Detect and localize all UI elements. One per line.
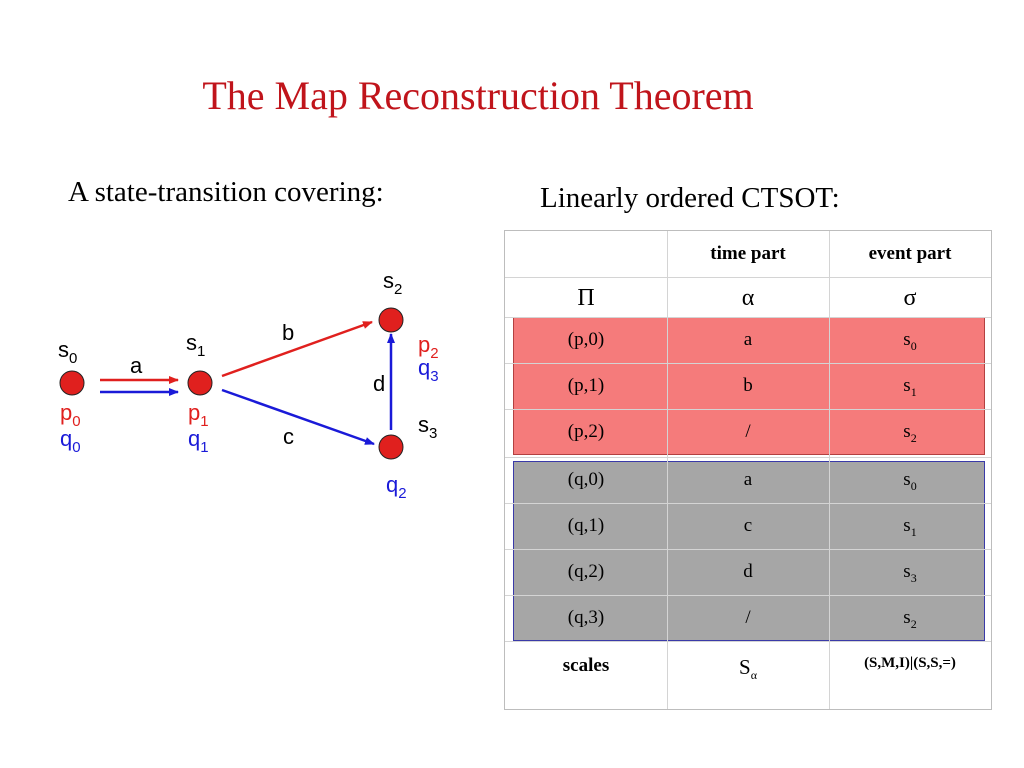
label-s2: s2 bbox=[383, 268, 402, 298]
node-s0 bbox=[59, 370, 85, 396]
symbol-pi: Π bbox=[577, 285, 595, 311]
slide-title: The Map Reconstruction Theorem bbox=[202, 73, 754, 118]
label-q3: q3 bbox=[418, 355, 439, 385]
table-row-q3-pair: (q,3) bbox=[567, 607, 605, 628]
label-s3: s3 bbox=[418, 412, 437, 442]
q-rows-highlight bbox=[513, 461, 985, 641]
header-event-part: event part bbox=[868, 243, 952, 264]
table-row-q1-pair: (q,1) bbox=[567, 515, 605, 536]
table-row-p0-pair: (p,0) bbox=[567, 329, 605, 350]
edge-label-b: b bbox=[282, 320, 294, 345]
footer-time-scale: Sα bbox=[739, 655, 757, 683]
table-heading: Linearly ordered CTSOT: bbox=[540, 182, 840, 214]
label-q2: q2 bbox=[386, 472, 407, 502]
edge-label-c: c bbox=[283, 424, 294, 449]
node-s3 bbox=[378, 434, 404, 460]
table-row-q0-time: a bbox=[743, 469, 753, 490]
table-row-q0-pair: (q,0) bbox=[567, 469, 605, 490]
table-row-p2-time: / bbox=[745, 421, 751, 442]
table-row-p0-event: s0 bbox=[903, 329, 917, 353]
symbol-sigma: σ bbox=[903, 285, 917, 311]
table-row-q2-event: s3 bbox=[903, 561, 917, 585]
ctsot-table: time part event part Π α σ (p,0) a s0 (p… bbox=[504, 230, 992, 710]
table-row-q0-event: s0 bbox=[903, 469, 917, 493]
edge-b bbox=[221, 320, 373, 378]
label-q0: q0 bbox=[60, 426, 81, 456]
label-p2: p2 bbox=[418, 332, 439, 362]
table-row-p1-event: s1 bbox=[903, 375, 917, 399]
table-row-q2-pair: (q,2) bbox=[567, 561, 605, 582]
edge-label-a: a bbox=[130, 353, 143, 378]
symbol-alpha: α bbox=[741, 285, 755, 311]
node-s1 bbox=[187, 370, 213, 396]
table-row-q3-event: s2 bbox=[903, 607, 917, 631]
label-s1: s1 bbox=[186, 330, 205, 360]
diagram-heading: A state-transition covering: bbox=[68, 176, 384, 208]
header-time-part: time part bbox=[710, 243, 786, 264]
table-row-p1-time: b bbox=[743, 375, 753, 396]
label-p0: p0 bbox=[60, 400, 81, 430]
state-transition-diagram: s0 s1 s2 s3 p0 q0 p1 q1 p2 q3 q2 a b c d bbox=[58, 268, 439, 502]
edge-c bbox=[221, 388, 375, 446]
table-row-q1-event: s1 bbox=[903, 515, 917, 539]
table-row-p1-pair: (p,1) bbox=[567, 375, 605, 396]
node-s2 bbox=[378, 307, 404, 333]
footer-scales-label: scales bbox=[562, 655, 610, 676]
table-row-q3-time: / bbox=[745, 607, 751, 628]
label-q1: q1 bbox=[188, 426, 209, 456]
label-p1: p1 bbox=[188, 400, 209, 430]
table-row-p2-event: s2 bbox=[903, 421, 917, 445]
label-s0: s0 bbox=[58, 337, 77, 367]
table-row-q2-time: d bbox=[743, 561, 753, 582]
table-row-p0-time: a bbox=[743, 329, 753, 350]
table-row-q1-time: c bbox=[743, 515, 753, 536]
edge-label-d: d bbox=[373, 371, 385, 396]
table-row-p2-pair: (p,2) bbox=[567, 421, 605, 442]
footer-event-scale: (S,M,I)|(S,S,=) bbox=[864, 655, 956, 671]
